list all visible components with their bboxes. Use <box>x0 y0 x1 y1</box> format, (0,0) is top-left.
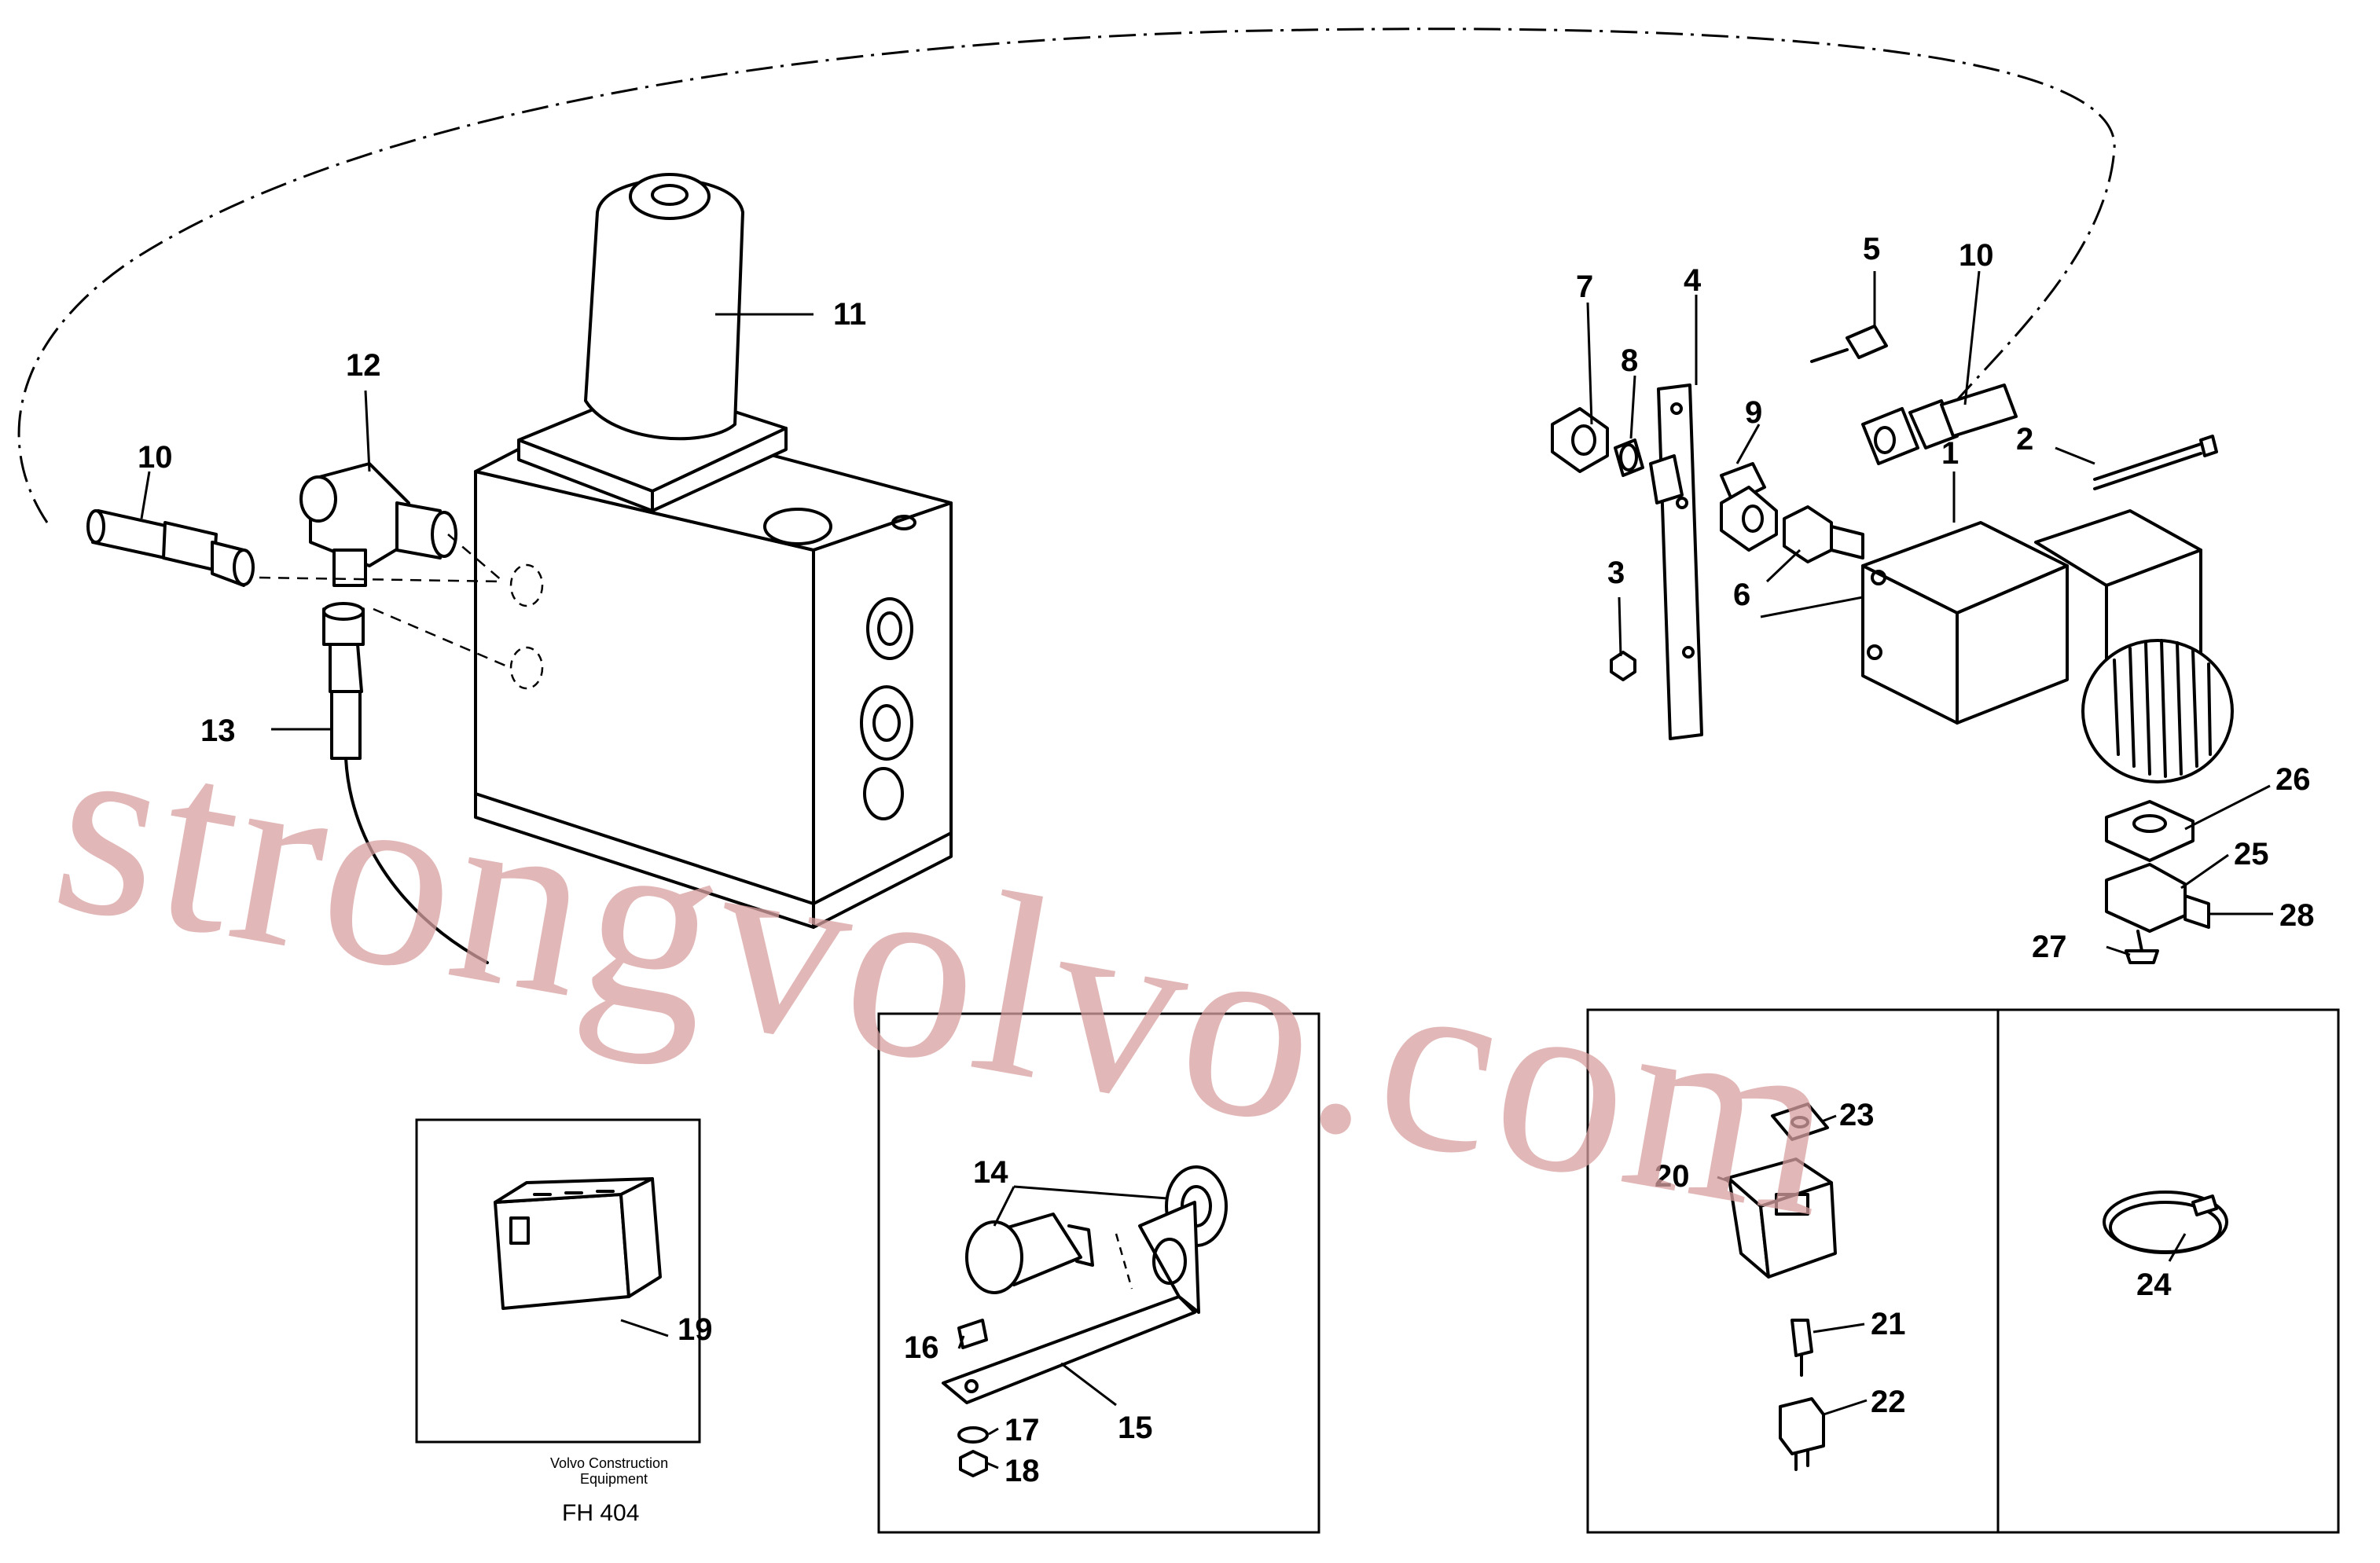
solenoid-coil <box>584 178 744 441</box>
valve-block-assembly <box>474 173 953 929</box>
lamp-21 <box>1791 1319 1813 1377</box>
part-label-25: 25 <box>2234 837 2269 871</box>
part-label-8: 8 <box>1621 343 1638 378</box>
nut-3 <box>1610 651 1636 681</box>
part-label-19: 19 <box>678 1312 713 1347</box>
part-label-15: 15 <box>1118 1411 1153 1445</box>
part-label-20: 20 <box>1655 1159 1690 1194</box>
nut-7 <box>1551 407 1609 473</box>
bolt-2 <box>2093 435 2218 490</box>
footer-company-line2: Equipment <box>580 1471 648 1487</box>
cover-23 <box>1771 1103 1829 1141</box>
part-label-21: 21 <box>1871 1307 1906 1341</box>
hose-fitting-13 <box>322 602 489 964</box>
inset-frame-14-18 <box>877 1012 1320 1534</box>
fitting-9 <box>1649 454 1778 552</box>
part-label-16: 16 <box>904 1330 939 1365</box>
part-label-28: 28 <box>2279 898 2315 933</box>
part-label-22: 22 <box>1871 1385 1906 1419</box>
fitting-6 <box>1783 505 1864 563</box>
connector-assembly <box>2105 800 2210 964</box>
bracket-4 <box>1657 383 1703 740</box>
part-label-4: 4 <box>1684 263 1702 298</box>
inset-frame-20-24 <box>1586 1008 2340 1534</box>
part-label-1: 1 <box>1941 436 1959 471</box>
part-label-17: 17 <box>1005 1413 1040 1447</box>
part-label-10-left: 10 <box>138 440 173 475</box>
part-label-10-right: 10 <box>1959 238 1994 273</box>
part-label-24: 24 <box>2136 1268 2172 1302</box>
switch-20 <box>1724 1158 1837 1279</box>
inset-frame-19 <box>415 1118 701 1444</box>
part-label-26: 26 <box>2275 762 2311 797</box>
socket-22 <box>1779 1397 1825 1471</box>
part-label-27: 27 <box>2032 930 2067 964</box>
part-label-11: 11 <box>833 297 866 332</box>
hose-10-right <box>1861 383 2018 465</box>
nut-18 <box>959 1450 988 1477</box>
screw-16 <box>957 1319 988 1349</box>
pressure-switch-1 <box>1861 509 2234 783</box>
part-label-9: 9 <box>1745 395 1762 430</box>
part-label-7: 7 <box>1576 270 1593 304</box>
leader-lines <box>140 270 2273 1469</box>
part-label-14: 14 <box>973 1155 1008 1190</box>
footer-company-line1: Volvo Construction <box>550 1455 668 1471</box>
part-label-13: 13 <box>200 714 236 748</box>
part-label-12: 12 <box>346 348 381 383</box>
cable-24 <box>2103 1191 2228 1254</box>
part-label-6: 6 <box>1733 578 1750 612</box>
bracket-15 <box>942 1201 1200 1404</box>
sleeve-8 <box>1614 438 1644 477</box>
part-label-18: 18 <box>1005 1454 1040 1488</box>
elbow-fitting <box>299 462 457 587</box>
drawing-code: FH 404 <box>562 1500 639 1526</box>
part-label-5: 5 <box>1863 232 1880 266</box>
hose-10-left <box>86 509 255 587</box>
relay-19 <box>494 1177 662 1310</box>
cable-route-line <box>17 28 2116 523</box>
washer-17 <box>957 1426 989 1444</box>
part-label-23: 23 <box>1839 1098 1875 1132</box>
screw-5 <box>1810 325 1888 363</box>
part-label-2: 2 <box>2016 422 2033 457</box>
part-label-3: 3 <box>1607 556 1625 590</box>
